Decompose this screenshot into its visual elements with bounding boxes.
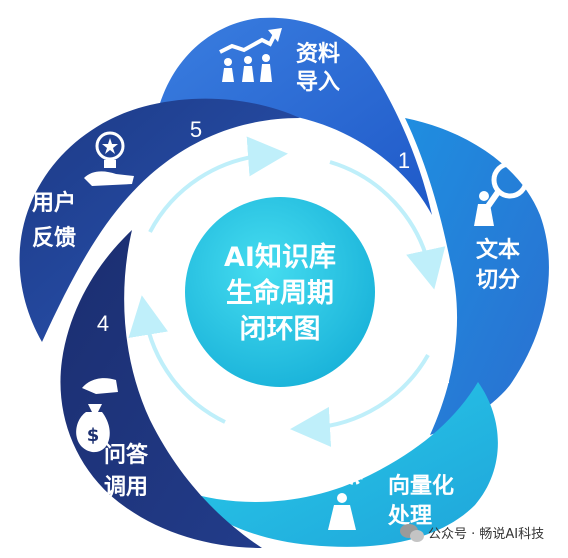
step-number-3: 3 <box>255 473 267 498</box>
cycle-arrow-4 <box>148 136 288 233</box>
cycle-arrow-1 <box>329 160 446 290</box>
step-number-5: 5 <box>190 117 202 142</box>
cycle-arrow-2 <box>290 354 430 447</box>
petal-step-3 <box>180 382 498 547</box>
lightbulb-hand-icon <box>84 131 134 186</box>
step-2-label-line-2: 切分 <box>476 268 520 293</box>
center-circle <box>185 197 375 387</box>
step-5-label-line-1: 用户 <box>32 190 76 216</box>
wechat-icon <box>400 524 424 542</box>
center-title-line-3: 闭环图 <box>240 314 321 345</box>
growth-team-icon <box>219 28 282 82</box>
step-1-label-line-2: 导入 <box>296 70 340 95</box>
step-number-4: 4 <box>97 311 109 336</box>
step-number-1: 1 <box>398 148 410 173</box>
svg-text:$: $ <box>87 425 100 446</box>
watermark: 公众号 · 畅说AI科技 <box>400 524 544 542</box>
step-5-label-line-2: 反馈 <box>32 225 76 251</box>
cycle-arrows <box>128 136 446 447</box>
gears-person-icon <box>320 466 363 530</box>
step-number-2: 2 <box>438 363 450 388</box>
petal-step-5 <box>19 98 301 342</box>
money-bag-hand-icon: $ <box>76 378 118 453</box>
cycle-arrow-3 <box>128 295 226 424</box>
step-3-label-line-1: 向量化 <box>388 473 454 499</box>
step-1-label-line-1: 资料 <box>296 42 340 67</box>
watermark-text: 公众号 · 畅说AI科技 <box>428 527 544 542</box>
step-4-label-line-1: 问答 <box>104 442 149 468</box>
step-2-label-line-1: 文本 <box>476 237 520 263</box>
magnifier-person-icon <box>474 161 529 226</box>
petal-step-4 <box>60 230 262 548</box>
center-title-line-2: 生命周期 <box>226 277 334 309</box>
step-4-label-line-2: 调用 <box>104 475 148 500</box>
center-title-line-1: AI知识库 <box>224 242 336 273</box>
